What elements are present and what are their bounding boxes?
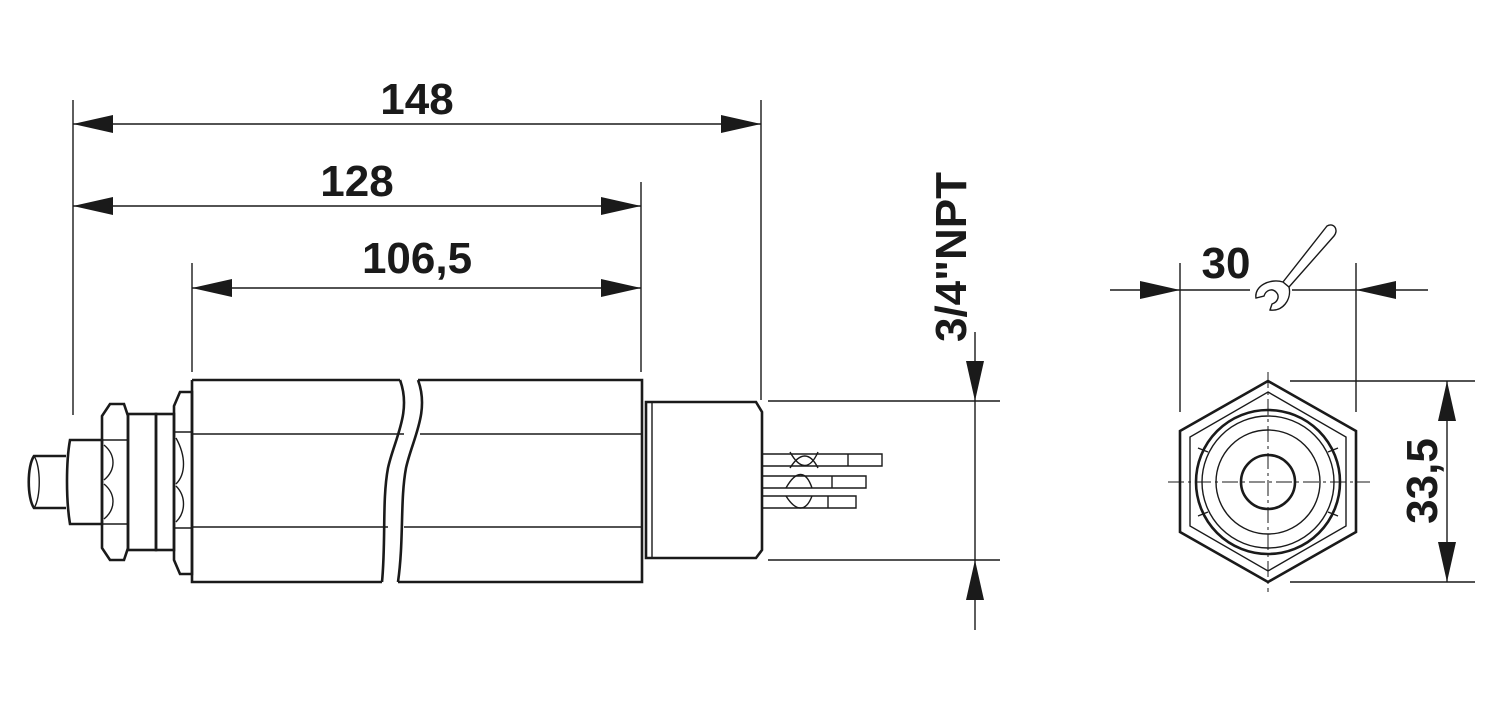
dimension-106-5: 106,5 [192,234,641,297]
dimension-label-thread: 3/4"NPT [927,172,976,342]
front-view: 30 33,5 [1110,224,1475,592]
arrow-head [73,115,113,133]
dimension-label-body-length: 128 [320,157,393,206]
extension-lines-front [1179,263,1475,583]
break-line-left [380,379,406,583]
arrow-head [1356,281,1396,299]
arrow-head [721,115,761,133]
dimension-label-hex-height: 33,5 [1398,438,1447,524]
threaded-end [644,400,764,560]
dimension-128: 128 [73,157,641,215]
main-housing [190,378,644,584]
dimension-label-overall-length: 148 [380,75,453,124]
dimension-148: 148 [73,75,761,133]
side-view: 148 128 106,5 3/4"NPT [27,75,1000,630]
wires [762,451,883,509]
arrow-head [601,197,641,215]
arrow-head [73,197,113,215]
wrench-icon [1255,224,1337,311]
dimension-wrench: 30 [1110,239,1428,299]
body-hex-nut [172,390,194,576]
center-lines [1168,372,1370,592]
arrow-head [966,361,984,401]
arrow-head [966,560,984,600]
dimension-label-housing-length: 106,5 [362,234,472,283]
cable-stub [27,454,66,510]
arrow-head [1438,542,1456,582]
arrow-head [1140,281,1180,299]
dimension-hex-height: 33,5 [1398,381,1456,582]
dimension-label-wrench-size: 30 [1202,239,1251,288]
arrow-head [192,279,232,297]
arrow-head [601,279,641,297]
break-line-right [396,379,424,583]
arrow-head [1438,381,1456,421]
dimension-thread: 3/4"NPT [927,172,984,630]
cable-gland-nut [65,402,176,562]
extension-lines [72,100,1000,561]
